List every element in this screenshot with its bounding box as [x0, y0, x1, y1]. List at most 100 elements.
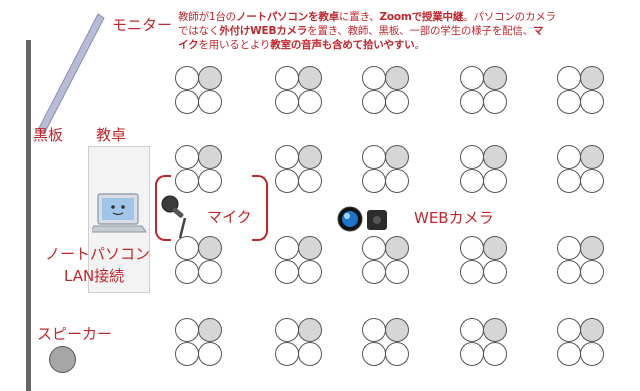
seat [385, 342, 409, 366]
seat-group [175, 318, 223, 368]
seat-group [175, 236, 223, 286]
seat [460, 66, 484, 90]
laptop-icon [92, 193, 147, 233]
seat [362, 260, 386, 284]
blackboard-label: 黒板 [33, 126, 64, 144]
seat [298, 90, 322, 114]
seat [385, 318, 409, 342]
seat-group [175, 66, 223, 116]
seat [275, 90, 299, 114]
seat [198, 260, 222, 284]
seat [175, 90, 199, 114]
seat-group [275, 236, 323, 286]
seat [557, 145, 581, 169]
description-line-3: イクを用いるとより教室の音声も含めて拾いやすい。 [178, 38, 638, 52]
description: 教師が1台のノートパソコンを教卓に置き、Zoomで授業中継。パソコンのカメラ で… [178, 10, 638, 52]
seat [198, 236, 222, 260]
seat [298, 169, 322, 193]
seat-group [460, 318, 508, 368]
webcam-icon [337, 206, 387, 232]
description-segment: 。 [414, 39, 425, 51]
seat [483, 90, 507, 114]
seat-group [557, 236, 605, 286]
seat [198, 169, 222, 193]
seat [298, 318, 322, 342]
seat [483, 260, 507, 284]
webcam-label: WEBカメラ [414, 209, 494, 227]
seat [385, 169, 409, 193]
description-segment: Zoomで授業中継 [379, 11, 464, 23]
seat-group [460, 145, 508, 195]
blackboard-wall [26, 40, 31, 391]
speaker-label: スピーカー [37, 325, 113, 343]
seat [362, 66, 386, 90]
seat [385, 66, 409, 90]
description-segment: 教師が1台の [178, 11, 236, 23]
seat [385, 145, 409, 169]
seat [198, 342, 222, 366]
seat-group [362, 236, 410, 286]
seat [175, 236, 199, 260]
description-segment: に置き、 [338, 11, 380, 23]
seat [298, 145, 322, 169]
seat [460, 318, 484, 342]
seat [362, 342, 386, 366]
seat [275, 342, 299, 366]
seat-group [557, 66, 605, 116]
seat [175, 342, 199, 366]
seat-group [362, 318, 410, 368]
description-segment: イク [178, 39, 199, 51]
seat [580, 342, 604, 366]
description-segment: ではなく [178, 25, 220, 37]
seat [460, 260, 484, 284]
seat [580, 66, 604, 90]
seat [362, 318, 386, 342]
description-segment: 外付けWEBカメラ [219, 25, 308, 37]
description-segment: ノートパソコンを教卓 [235, 11, 339, 23]
seat [460, 236, 484, 260]
seat [298, 66, 322, 90]
seat [275, 236, 299, 260]
seat-group [362, 145, 410, 195]
seat [580, 236, 604, 260]
description-segment: 教室の音声も含めて拾いやすい [270, 39, 415, 51]
seat [483, 145, 507, 169]
seat [385, 90, 409, 114]
microphone-icon [161, 195, 187, 239]
seat [362, 145, 386, 169]
seat [362, 90, 386, 114]
seat-group [557, 318, 605, 368]
description-segment: を用いるとより [198, 39, 271, 51]
seat [557, 90, 581, 114]
mic-label: マイク [207, 208, 252, 226]
seat [460, 342, 484, 366]
seat [175, 260, 199, 284]
seat [198, 66, 222, 90]
seat [175, 145, 199, 169]
seat [483, 342, 507, 366]
teacher-desk-label: 教卓 [96, 126, 127, 144]
seat [385, 236, 409, 260]
seat [557, 318, 581, 342]
seat [460, 90, 484, 114]
seat-group [362, 66, 410, 116]
mic-bracket-left [155, 175, 171, 241]
seat [483, 236, 507, 260]
seat-group [557, 145, 605, 195]
seat [557, 66, 581, 90]
monitor-icon [37, 13, 105, 135]
seat [298, 260, 322, 284]
seat [580, 169, 604, 193]
seat-group [275, 318, 323, 368]
seat [298, 342, 322, 366]
seat [460, 169, 484, 193]
seat [198, 145, 222, 169]
seat [275, 318, 299, 342]
seat-group [275, 66, 323, 116]
speaker-icon [49, 346, 76, 373]
description-line-1: 教師が1台のノートパソコンを教卓に置き、Zoomで授業中継。パソコンのカメラ [178, 10, 638, 24]
description-segment: 。パソコンのカメラ [463, 11, 556, 23]
seat [362, 169, 386, 193]
seat [580, 90, 604, 114]
seat [362, 236, 386, 260]
